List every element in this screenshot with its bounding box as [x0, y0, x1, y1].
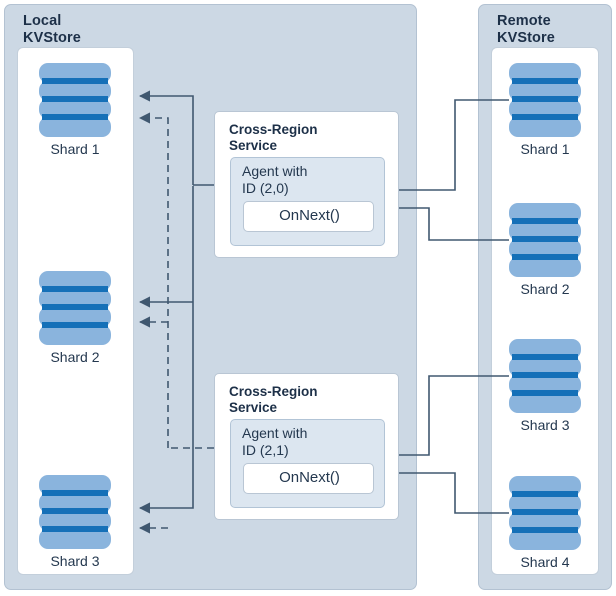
disk-divider — [512, 509, 578, 515]
disk-divider — [42, 508, 108, 514]
disk-segment — [39, 529, 111, 549]
disk-divider — [512, 236, 578, 242]
remote-shard-2[interactable]: Shard 2 — [509, 203, 581, 297]
disk-divider — [42, 526, 108, 532]
remote-kvstore-title: Remote KVStore — [497, 13, 555, 46]
agent-0-box[interactable]: Agent with ID (2,0) OnNext() — [230, 157, 385, 246]
remote-shard-2-label: Shard 2 — [520, 281, 570, 297]
agent-0-onnext-label: OnNext() — [279, 207, 340, 224]
agent-1-onnext-box[interactable]: OnNext() — [243, 463, 374, 494]
agent-1-box[interactable]: Agent with ID (2,1) OnNext() — [230, 419, 385, 508]
disk-segment — [39, 325, 111, 345]
local-shard-1[interactable]: Shard 1 — [39, 63, 111, 157]
local-shard-2-label: Shard 2 — [50, 349, 100, 365]
remote-shard-1[interactable]: Shard 1 — [509, 63, 581, 157]
disk-divider — [42, 322, 108, 328]
disk-divider — [42, 96, 108, 102]
remote-shard-3-label: Shard 3 — [520, 417, 570, 433]
disk-divider — [512, 354, 578, 360]
local-kvstore-title: Local KVStore — [23, 13, 81, 46]
disk-divider — [512, 254, 578, 260]
database-stack-icon — [509, 63, 581, 137]
remote-shard-4[interactable]: Shard 4 — [509, 476, 581, 570]
remote-shard-4-label: Shard 4 — [520, 554, 570, 570]
cross-region-service-1[interactable]: Cross-Region Service Agent with ID (2,1)… — [214, 373, 399, 520]
disk-divider — [42, 78, 108, 84]
disk-segment — [509, 117, 581, 137]
agent-1-label: Agent with ID (2,1) — [242, 425, 308, 458]
remote-shard-3[interactable]: Shard 3 — [509, 339, 581, 433]
disk-divider — [512, 372, 578, 378]
disk-divider — [42, 490, 108, 496]
local-shard-2[interactable]: Shard 2 — [39, 271, 111, 365]
disk-divider — [512, 527, 578, 533]
disk-segment — [509, 393, 581, 413]
database-stack-icon — [39, 475, 111, 549]
disk-divider — [512, 491, 578, 497]
local-shard-3-label: Shard 3 — [50, 553, 100, 569]
local-shard-1-label: Shard 1 — [50, 141, 100, 157]
cross-region-service-0[interactable]: Cross-Region Service Agent with ID (2,0)… — [214, 111, 399, 258]
service-0-title: Cross-Region Service — [229, 122, 318, 153]
service-1-title: Cross-Region Service — [229, 384, 318, 415]
agent-0-label: Agent with ID (2,0) — [242, 163, 308, 196]
disk-divider — [512, 218, 578, 224]
disk-segment — [509, 257, 581, 277]
agent-0-onnext-box[interactable]: OnNext() — [243, 201, 374, 232]
database-stack-icon — [39, 63, 111, 137]
disk-divider — [512, 114, 578, 120]
disk-divider — [512, 78, 578, 84]
local-shard-3[interactable]: Shard 3 — [39, 475, 111, 569]
disk-segment — [39, 117, 111, 137]
disk-segment — [509, 530, 581, 550]
database-stack-icon — [39, 271, 111, 345]
disk-divider — [42, 114, 108, 120]
database-stack-icon — [509, 476, 581, 550]
disk-divider — [512, 96, 578, 102]
agent-1-onnext-label: OnNext() — [279, 469, 340, 486]
database-stack-icon — [509, 203, 581, 277]
disk-divider — [42, 304, 108, 310]
disk-divider — [42, 286, 108, 292]
remote-shard-1-label: Shard 1 — [520, 141, 570, 157]
database-stack-icon — [509, 339, 581, 413]
disk-divider — [512, 390, 578, 396]
